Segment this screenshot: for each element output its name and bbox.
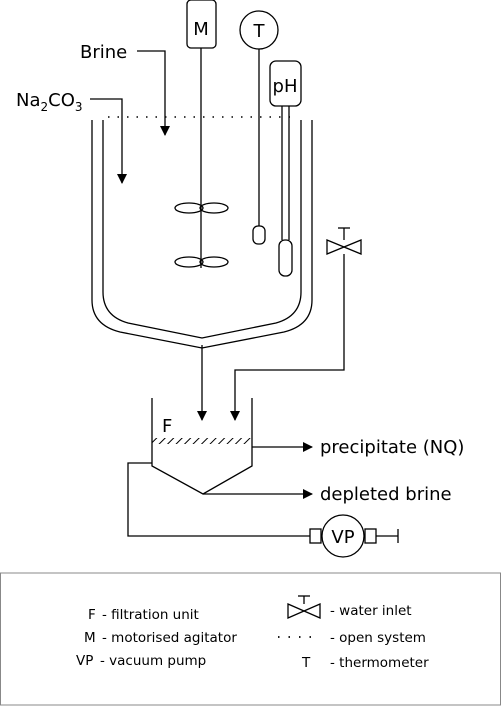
vacuum-pump-right-cap [364,528,377,544]
brine-label: Brine [80,42,127,63]
thermometer: T [239,10,279,245]
vacuum-pump-body [321,514,365,558]
ph-meter-box [269,60,302,107]
ph-label: pH [273,76,298,97]
vacuum-pump-left-cap [309,528,322,544]
legend-m-symbol: M [84,630,96,646]
water-inlet [230,227,362,421]
motor-agitator: M [174,0,229,268]
na2co3-label: Na2CO3 [16,90,83,114]
precipitate-label: precipitate (NQ) [320,437,464,458]
legend-valve-icon [287,595,321,619]
reactor-vessel [91,120,313,349]
filter-medium [152,438,252,444]
impeller-lower-right [199,256,229,268]
legend-water-inlet-text: - water inlet [330,603,412,619]
legend-f-text: - filtration unit [102,607,199,623]
legend: F - filtration unit M - motorised agitat… [0,572,501,706]
motor-label: M [193,19,209,40]
legend-vp-text: - vacuum pump [100,653,206,669]
vacuum-system: VP [127,462,399,558]
thermometer-bulb [252,225,266,245]
impeller-lower-left [174,256,204,268]
legend-open-system-text: - open system [330,630,426,646]
impeller-upper-left [174,202,204,214]
legend-t-symbol: T [301,655,311,671]
ph-electrode-tip [278,239,293,277]
depleted-brine-label: depleted brine [320,484,452,505]
ph-probe: pH [269,60,302,277]
impeller-upper-right [199,202,229,214]
legend-f-symbol: F [88,607,96,623]
legend-thermometer-text: - thermometer [330,655,429,671]
vacuum-pump-label: VP [331,527,354,548]
thermometer-label: T [253,21,266,42]
legend-vp-symbol: VP [76,653,93,669]
brine-feed: Brine [80,42,170,136]
precipitate-output: precipitate (NQ) [252,437,464,458]
depleted-brine-output: depleted brine [203,484,452,505]
na2co3-feed: Na2CO3 [16,90,127,184]
water-inlet-valve-icon [326,239,362,255]
legend-m-text: - motorised agitator [102,630,237,646]
filter-label: F [162,416,172,437]
